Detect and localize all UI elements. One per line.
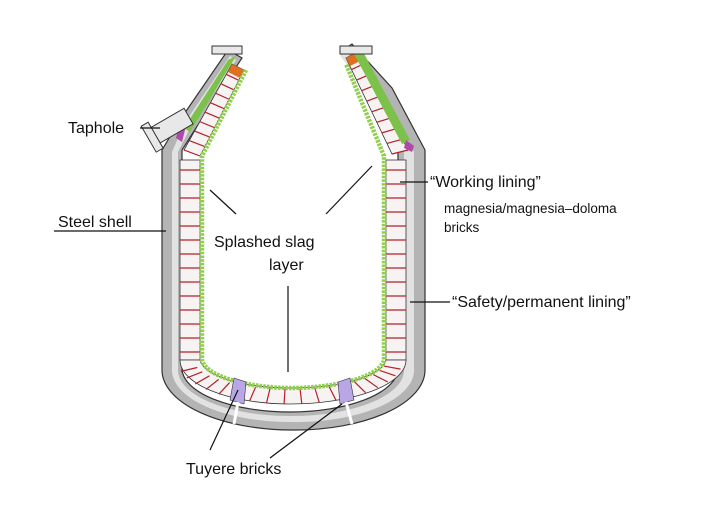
cone-green-strip-left bbox=[184, 56, 236, 132]
working-lining-left-wall bbox=[179, 159, 201, 361]
brick-joints bbox=[180, 63, 409, 404]
label-splashed-slag-1: Splashed slag bbox=[214, 234, 315, 251]
tuyere-slot-right bbox=[344, 401, 354, 425]
brick-joint bbox=[210, 102, 225, 110]
brick-joint bbox=[194, 375, 210, 385]
brick-joint bbox=[180, 366, 198, 372]
cone-purple-right bbox=[404, 140, 414, 152]
leader-slag-right bbox=[325, 165, 373, 215]
brick-joint bbox=[205, 378, 220, 390]
brick-joint bbox=[186, 371, 203, 379]
brick-joint bbox=[383, 365, 401, 370]
brick-joint bbox=[364, 377, 379, 389]
leader-slag-left bbox=[209, 189, 237, 215]
label-safety-lining: “Safety/permanent lining” bbox=[452, 294, 631, 311]
working-lining-right-wall bbox=[385, 159, 407, 361]
cone-green-strip-right bbox=[352, 46, 410, 144]
label-taphole: Taphole bbox=[68, 120, 124, 137]
brick-joint bbox=[265, 388, 271, 404]
mouth-flange-left bbox=[211, 45, 243, 55]
brick-joint bbox=[215, 92, 230, 100]
brick-joint bbox=[218, 382, 231, 395]
leader-tuyere-left bbox=[209, 389, 239, 451]
taphole-fitting bbox=[140, 107, 194, 153]
label-working-lining-desc-2: bricks bbox=[444, 220, 480, 235]
label-splashed-slag-2: layer bbox=[269, 257, 304, 274]
brick-joint bbox=[391, 149, 409, 155]
brick-joint bbox=[225, 73, 239, 81]
brick-joint bbox=[353, 381, 367, 394]
brick-joint bbox=[379, 369, 396, 377]
brick-joint bbox=[372, 373, 389, 383]
label-working-lining-desc-1: magnesia/magnesia–doloma bbox=[444, 201, 617, 216]
brick-joint bbox=[248, 386, 257, 402]
brick-joint bbox=[199, 121, 215, 129]
brick-joint bbox=[314, 387, 320, 403]
brick-joint bbox=[194, 130, 210, 138]
mouth-flange-right bbox=[339, 45, 373, 55]
tuyere-brick-right bbox=[337, 377, 355, 405]
brick-joint bbox=[283, 388, 286, 404]
brick-joint bbox=[220, 83, 235, 91]
splashed-slag-layer bbox=[199, 63, 387, 391]
brick-joint bbox=[183, 149, 201, 157]
brick-joint bbox=[328, 386, 337, 401]
label-tuyere-bricks: Tuyere bricks bbox=[186, 461, 281, 478]
brick-joint bbox=[204, 111, 220, 119]
cone-accent-left bbox=[228, 64, 244, 78]
brick-joint bbox=[189, 139, 206, 148]
tuyere-slot-left bbox=[232, 401, 240, 425]
label-working-lining: “Working lining” bbox=[430, 174, 541, 191]
leader-tuyere-right bbox=[269, 403, 343, 459]
brick-joint bbox=[299, 388, 303, 404]
label-steel-shell: Steel shell bbox=[58, 214, 132, 231]
